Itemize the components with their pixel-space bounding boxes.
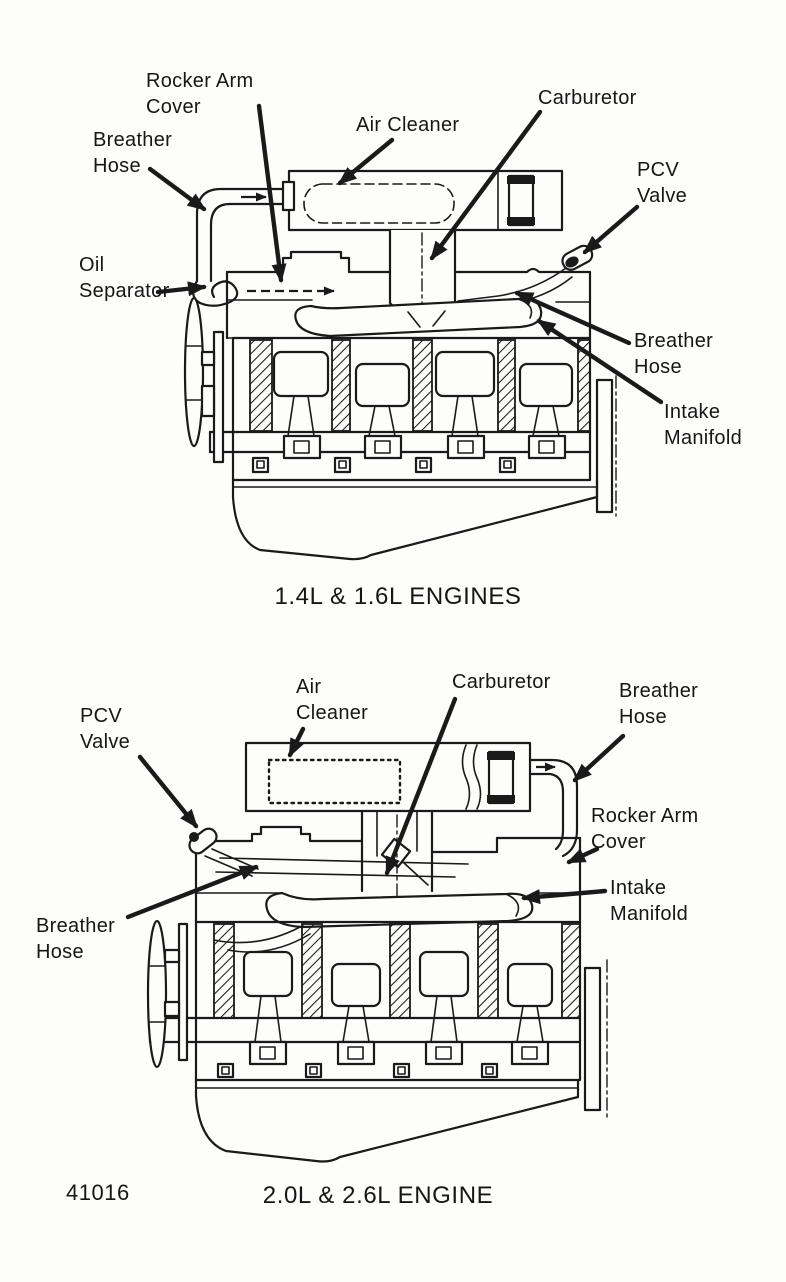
air-cleaner-shape-top <box>287 169 564 232</box>
label-rocker-arm-cover: Rocker Arm Cover <box>146 70 254 118</box>
label-air-cleaner: Air Cleaner <box>296 676 369 724</box>
label-rocker-arm-cover: Rocker Arm Cover <box>591 805 699 853</box>
label-carburetor: Carburetor <box>538 87 637 109</box>
engine-drawing-14-16 <box>147 103 664 561</box>
caption-14-16-engines: 1.4L & 1.6L ENGINES <box>274 583 522 610</box>
label-oil-separator: Oil Separator <box>79 254 170 302</box>
engine-block-shape-top <box>208 336 592 482</box>
engine-block-shape-bottom <box>148 920 582 1082</box>
engine-drawing-20-26 <box>125 696 626 1163</box>
caption-20-26-engine: 2.0L & 2.6L ENGINE <box>262 1182 494 1209</box>
leader-arrows-top <box>147 103 664 405</box>
label-breather-hose-right: Breather Hose <box>619 680 699 728</box>
carburetor-shape-bottom <box>360 810 434 904</box>
label-carburetor: Carburetor <box>452 671 551 693</box>
flywheel-flange-shape-bottom <box>583 966 602 1112</box>
label-breather-hose-left: Breather Hose <box>93 129 173 177</box>
label-intake-manifold: Intake Manifold <box>610 877 688 925</box>
label-breather-hose-right: Breather Hose <box>634 330 714 378</box>
label-air-cleaner: Air Cleaner <box>356 114 460 136</box>
breather-hose-shape-bottom-right <box>528 758 579 858</box>
oil-pan-shape-bottom <box>194 1078 580 1163</box>
oil-separator-shape <box>192 279 239 307</box>
figure-number: 41016 <box>66 1180 130 1205</box>
oil-pan-shape-top <box>231 478 599 561</box>
air-cleaner-shape-bottom <box>244 741 532 813</box>
label-pcv-valve: PCV Valve <box>637 159 688 207</box>
fan-shape-bottom <box>146 919 189 1069</box>
fan-shape-top <box>183 296 225 464</box>
intake-manifold-shape-top <box>294 297 543 338</box>
label-breather-hose-left: Breather Hose <box>36 915 116 963</box>
leader-arrows-bottom <box>125 696 626 920</box>
label-pcv-valve: PCV Valve <box>80 705 131 753</box>
label-intake-manifold: Intake Manifold <box>664 401 742 449</box>
flywheel-flange-shape-top <box>595 378 614 514</box>
